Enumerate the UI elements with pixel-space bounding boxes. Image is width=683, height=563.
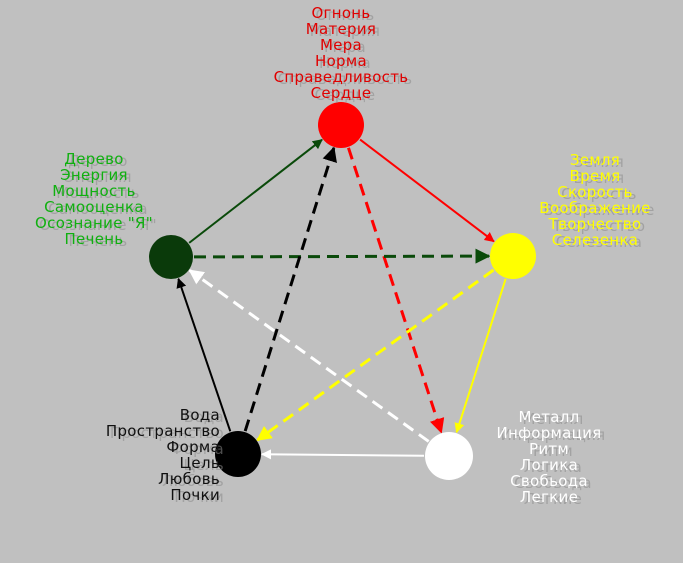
metal-label-shadow: Логика [524, 458, 582, 476]
fire-element-node [318, 102, 364, 148]
wood-label-line: Осознание "Я" [35, 214, 153, 232]
fire-label-line: Справедливость [274, 68, 409, 86]
water-label-line: Вода [180, 406, 220, 424]
metal-label-line: Ритм [529, 440, 569, 458]
wood-element-node [149, 235, 193, 279]
water-label-line: Пространство [106, 422, 220, 440]
control-cycle-arrow-water-to-fire [243, 146, 337, 432]
wood-label-line: Дерево [64, 150, 124, 168]
wood-label-shadow: Мощность [56, 184, 139, 202]
fire-label-line: Огнонь [311, 4, 370, 22]
control-cycle-arrow-earth-to-water [256, 268, 495, 442]
wood-label-shadow: Самооценка [48, 200, 148, 218]
fire-label-shadow: Мера [324, 38, 366, 56]
wood-label-line: Энергия [60, 166, 128, 184]
metal-label-line: Свобьода [510, 472, 588, 490]
water-label-line: Цель [179, 454, 220, 472]
nodes-layer [149, 102, 536, 480]
earth-label-line: Творчество [548, 215, 642, 233]
wood-label-line: Мощность [52, 182, 135, 200]
control-cycle-arrow-metal-to-wood [188, 269, 430, 443]
fire-label-line: Норма [315, 52, 367, 70]
metal-label-shadow: Свобьода [514, 474, 592, 492]
earth-element-node [490, 233, 536, 279]
earth-label-line: Скорость [557, 183, 633, 201]
water-label-line: Почки [170, 486, 220, 504]
wood-label-shadow: Осознание "Я" [39, 216, 157, 234]
metal-label-shadow: Ритм [533, 442, 573, 460]
water-label-shadow: Любовь [162, 472, 224, 490]
water-label-shadow: Цель [183, 456, 224, 474]
water-label-line: Любовь [158, 470, 220, 488]
earth-label-group: ЗемляЗемляВремяВремяСкоростьСкоростьВооб… [539, 151, 654, 251]
fire-label-shadow: Сердце [315, 86, 376, 104]
fire-label-shadow: Материя [310, 22, 381, 40]
wood-label-shadow: Печень [68, 232, 127, 250]
fire-label-line: Сердце [311, 84, 372, 102]
control-cycle-arrow-wood-to-earth [193, 248, 491, 264]
fire-label-line: Материя [306, 20, 377, 38]
earth-label-shadow: Время [574, 169, 625, 187]
water-label-shadow: Форма [170, 440, 224, 458]
metal-label-line: Легкие [520, 488, 578, 506]
metal-label-group: МеталлМеталлИнформацияИнформацияРитмРитм… [496, 408, 605, 508]
earth-label-shadow: Скорость [561, 185, 637, 203]
generating-cycle-arrow-earth-to-metal [454, 278, 507, 434]
metal-label-shadow: Легкие [524, 490, 582, 508]
metal-label-shadow: Информация [500, 426, 605, 444]
water-label-shadow: Почки [174, 488, 224, 506]
wood-label-shadow: Дерево [68, 152, 128, 170]
wood-label-line: Самооценка [44, 198, 144, 216]
earth-label-shadow: Земля [574, 153, 624, 171]
edges-layer [176, 138, 507, 460]
fire-label-shadow: Справедливость [278, 70, 413, 88]
fire-label-shadow: Норма [319, 54, 371, 72]
earth-label-line: Воображение [539, 199, 650, 217]
wood-label-line: Печень [64, 230, 123, 248]
metal-label-shadow: Металл [522, 410, 583, 428]
generating-cycle-arrow-metal-to-water [260, 449, 425, 460]
water-label-line: Форма [166, 438, 220, 456]
generating-cycle-arrow-wood-to-fire [188, 138, 323, 244]
earth-label-line: Время [570, 167, 621, 185]
metal-label-line: Информация [496, 424, 601, 442]
fire-label-group: ОгноньОгноньМатерияМатерияМераМераНормаН… [274, 4, 413, 104]
earth-label-line: Земля [570, 151, 620, 169]
generating-cycle-arrow-water-to-wood [176, 277, 232, 432]
wood-label-shadow: Энергия [64, 168, 132, 186]
water-label-shadow: Пространство [110, 424, 224, 442]
wood-label-group: ДеревоДеревоЭнергияЭнергияМощностьМощнос… [35, 150, 157, 250]
control-cycle-arrow-fire-to-metal [347, 147, 445, 434]
generating-cycle-arrow-fire-to-earth [359, 138, 495, 243]
earth-label-shadow: Селезенка [556, 233, 642, 251]
metal-label-line: Логика [520, 456, 578, 474]
water-label-group: ВодаВодаПространствоПространствоФормаФор… [106, 406, 224, 506]
water-element-node [215, 431, 261, 477]
earth-label-shadow: Творчество [552, 217, 646, 235]
earth-label-shadow: Воображение [543, 201, 654, 219]
metal-element-node [425, 432, 473, 480]
fire-label-line: Мера [320, 36, 362, 54]
fire-label-shadow: Огнонь [315, 6, 374, 24]
labels-layer: ОгноньОгноньМатерияМатерияМераМераНормаН… [35, 4, 654, 508]
water-label-shadow: Вода [184, 408, 224, 426]
metal-label-line: Металл [518, 408, 579, 426]
earth-label-line: Селезенка [552, 231, 638, 249]
